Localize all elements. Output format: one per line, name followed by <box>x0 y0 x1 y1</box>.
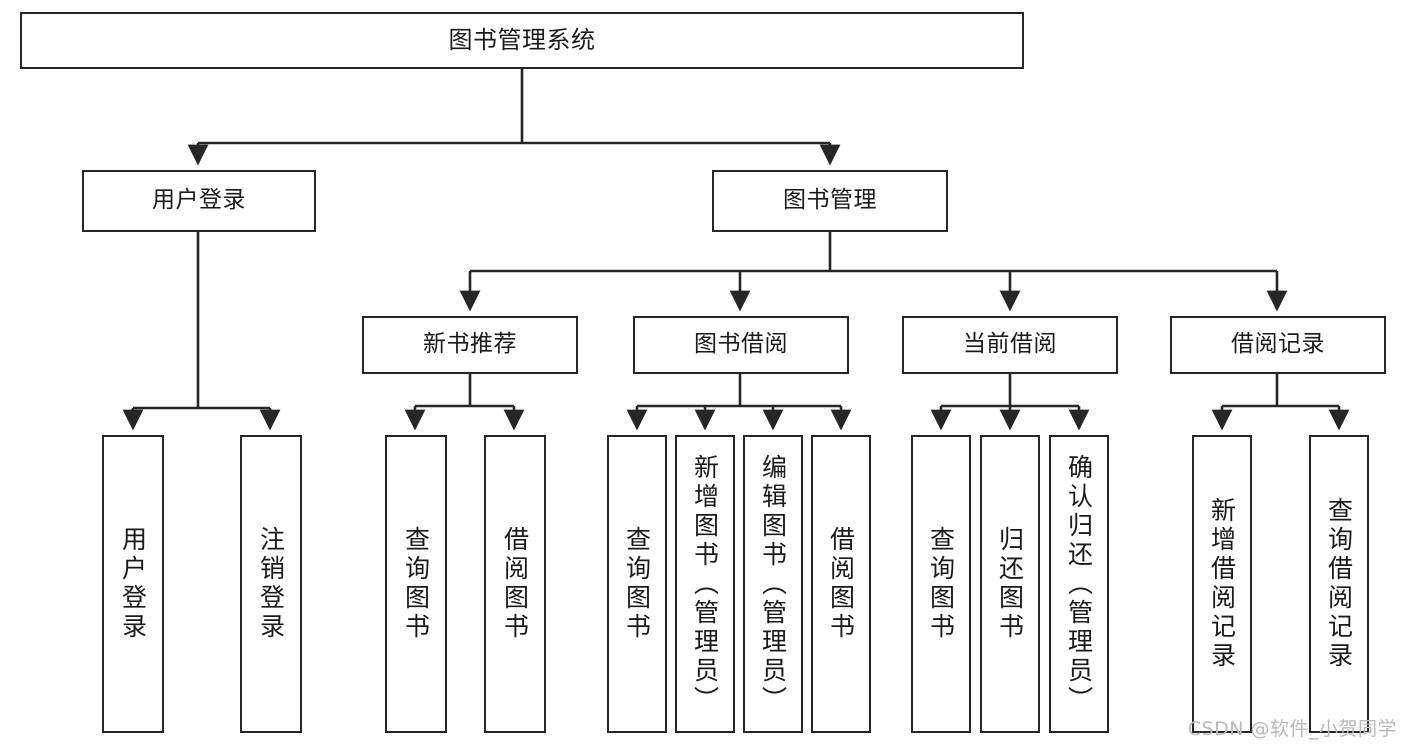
node-leaf-edit-book[interactable]: 编辑图书（管理员） <box>743 435 803 733</box>
node-book-borrow[interactable]: 图书借阅 <box>633 316 849 374</box>
node-leaf-return-book-label: 归还图书 <box>995 526 1025 642</box>
node-book-manage[interactable]: 图书管理 <box>712 170 948 232</box>
node-leaf-query-record-label: 查询借阅记录 <box>1324 497 1354 671</box>
node-book-borrow-label: 图书借阅 <box>694 331 788 358</box>
node-leaf-add-record-label: 新增借阅记录 <box>1207 497 1237 671</box>
node-leaf-query-book-1-label: 查询图书 <box>401 526 431 642</box>
node-root[interactable]: 图书管理系统 <box>20 12 1024 69</box>
node-new-book-recommend[interactable]: 新书推荐 <box>362 316 578 374</box>
node-leaf-user-login-label: 用户登录 <box>118 526 148 642</box>
node-leaf-logout-login[interactable]: 注销登录 <box>240 435 302 733</box>
node-current-borrow[interactable]: 当前借阅 <box>902 316 1118 374</box>
node-leaf-borrow-book-2-label: 借阅图书 <box>826 526 856 642</box>
node-leaf-edit-book-label: 编辑图书（管理员） <box>758 453 788 715</box>
node-borrow-record[interactable]: 借阅记录 <box>1170 316 1386 374</box>
node-leaf-borrow-book-2[interactable]: 借阅图书 <box>811 435 871 733</box>
node-leaf-add-book-label: 新增图书（管理员） <box>690 453 720 715</box>
node-current-borrow-label: 当前借阅 <box>963 331 1057 358</box>
node-leaf-query-record[interactable]: 查询借阅记录 <box>1309 435 1369 733</box>
node-user-login[interactable]: 用户登录 <box>82 170 316 232</box>
node-leaf-borrow-book-1-label: 借阅图书 <box>500 526 530 642</box>
node-user-login-label: 用户登录 <box>152 187 246 214</box>
node-leaf-add-book[interactable]: 新增图书（管理员） <box>675 435 735 733</box>
node-leaf-query-book-1[interactable]: 查询图书 <box>385 435 447 733</box>
node-book-manage-label: 图书管理 <box>783 187 877 214</box>
node-leaf-query-book-3[interactable]: 查询图书 <box>911 435 971 733</box>
node-leaf-add-record[interactable]: 新增借阅记录 <box>1192 435 1252 733</box>
node-new-book-recommend-label: 新书推荐 <box>423 331 517 358</box>
node-leaf-query-book-2-label: 查询图书 <box>622 526 652 642</box>
node-leaf-confirm-return[interactable]: 确认归还（管理员） <box>1049 435 1109 733</box>
node-leaf-query-book-2[interactable]: 查询图书 <box>607 435 667 733</box>
node-leaf-confirm-return-label: 确认归还（管理员） <box>1064 453 1094 715</box>
node-borrow-record-label: 借阅记录 <box>1231 331 1325 358</box>
csdn-watermark: CSDN @软件_小贺同学 <box>1187 718 1397 740</box>
node-leaf-borrow-book-1[interactable]: 借阅图书 <box>484 435 546 733</box>
node-leaf-user-login[interactable]: 用户登录 <box>102 435 164 733</box>
node-leaf-logout-login-label: 注销登录 <box>256 526 286 642</box>
node-leaf-return-book[interactable]: 归还图书 <box>980 435 1040 733</box>
node-root-label: 图书管理系统 <box>448 26 596 55</box>
node-leaf-query-book-3-label: 查询图书 <box>926 526 956 642</box>
